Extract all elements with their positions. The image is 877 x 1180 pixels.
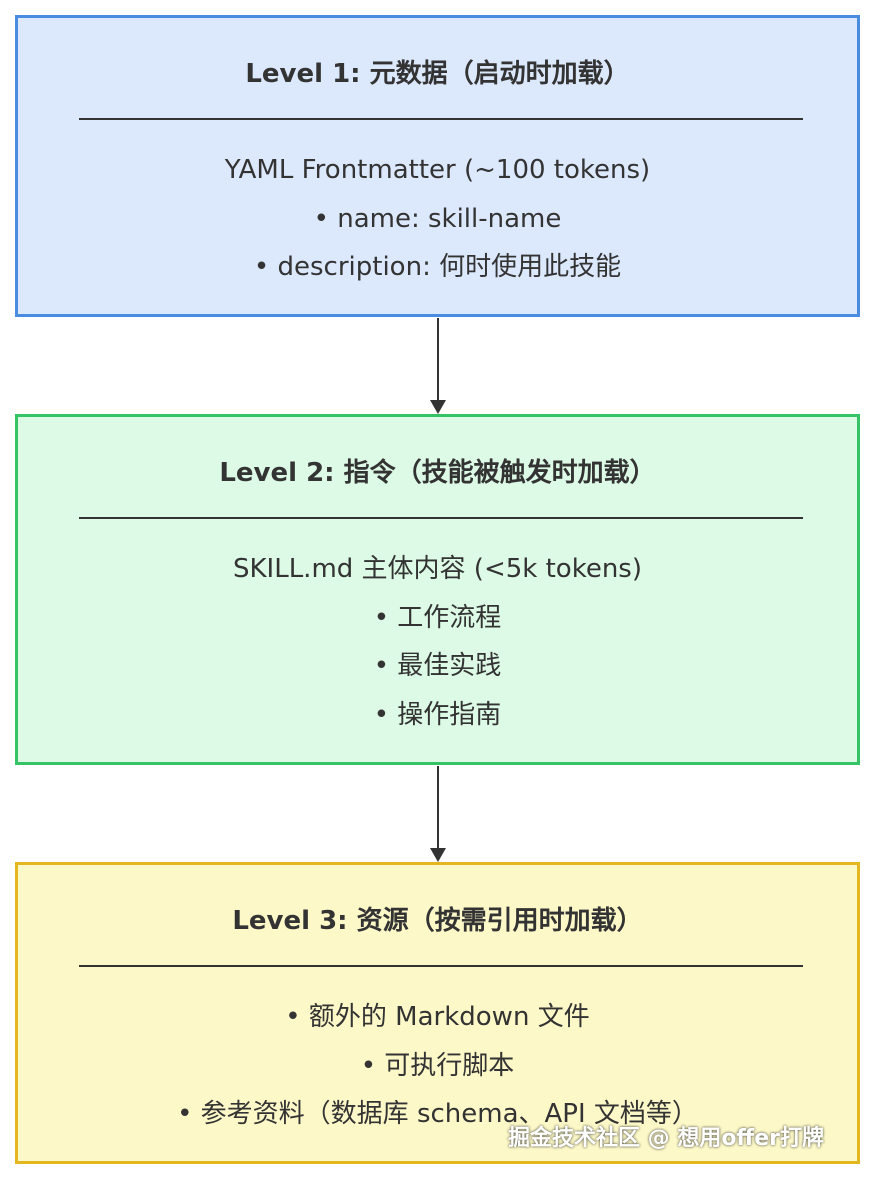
level-2-divider [79, 517, 803, 519]
arrowhead-level2 [430, 400, 446, 414]
level-1-heading: YAML Frontmatter (~100 tokens) [224, 155, 651, 185]
level-1-content: YAML Frontmatter (~100 tokens) • name: s… [18, 146, 857, 292]
level-3-item: • 可执行脚本 [360, 1050, 515, 1081]
level-3-item: • 额外的 Markdown 文件 [285, 1002, 590, 1032]
level-1-title: Level 1: 元数据（启动时加载） [245, 59, 630, 89]
level-2-item: • 工作流程 [373, 602, 502, 633]
level-1-divider [79, 118, 803, 120]
level-3-content: • 额外的 Markdown 文件 • 可执行脚本 • 参考资料（数据库 sch… [18, 993, 857, 1139]
level-2-item: • 最佳实践 [373, 651, 502, 681]
level-3-divider [79, 965, 803, 967]
level-2-box: Level 2: 指令（技能被触发时加载） SKILL.md 主体内容 (<5k… [15, 414, 860, 765]
level-1-item: • description: 何时使用此技能 [253, 252, 622, 282]
level-2-title: Level 2: 指令（技能被触发时加载） [219, 458, 656, 488]
level-2-heading: SKILL.md 主体内容 (<5k tokens) [232, 554, 642, 584]
level-3-title: Level 3: 资源（按需引用时加载） [232, 906, 643, 936]
level-1-item: • name: skill-name [313, 203, 562, 234]
level-1-box: Level 1: 元数据（启动时加载） YAML Frontmatter (~1… [15, 15, 860, 317]
arrowhead-level3 [430, 848, 446, 862]
watermark: 掘金技术社区 @ 想用offer打牌 [508, 1126, 825, 1151]
level-2-item: • 操作指南 [373, 699, 502, 730]
level-3-item: • 参考资料（数据库 schema、API 文档等） [177, 1099, 698, 1129]
level-2-content: SKILL.md 主体内容 (<5k tokens) • 工作流程 • 最佳实践… [18, 545, 857, 739]
level-3-box: Level 3: 资源（按需引用时加载） • 额外的 Markdown 文件 •… [15, 862, 860, 1164]
